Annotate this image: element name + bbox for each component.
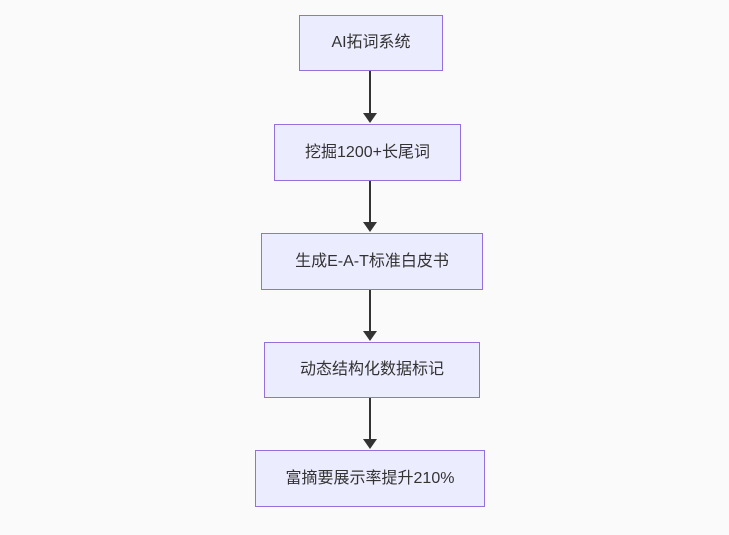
edge-line [369, 290, 371, 331]
node-label: 挖掘1200+长尾词 [305, 143, 430, 161]
flow-edge-2 [363, 181, 377, 232]
edge-line [369, 71, 371, 113]
flow-node-structured-data-markup: 动态结构化数据标记 [264, 342, 480, 398]
node-label: 生成E-A-T标准白皮书 [295, 252, 449, 270]
flow-edge-3 [363, 290, 377, 341]
flow-node-longtail-mining: 挖掘1200+长尾词 [274, 124, 461, 181]
arrowhead-down-icon [363, 439, 377, 449]
flow-edge-4 [363, 398, 377, 449]
edge-line [369, 398, 371, 439]
node-label: 富摘要展示率提升210% [285, 469, 455, 487]
arrowhead-down-icon [363, 331, 377, 341]
flow-edge-1 [363, 71, 377, 123]
node-label: 动态结构化数据标记 [299, 361, 444, 378]
flow-node-ai-keyword-system: AI拓词系统 [299, 15, 443, 71]
node-label: AI拓词系统 [331, 34, 411, 51]
flow-node-eat-whitepaper: 生成E-A-T标准白皮书 [261, 233, 483, 290]
arrowhead-down-icon [363, 113, 377, 123]
edge-line [369, 181, 371, 222]
flow-node-rich-snippet-result: 富摘要展示率提升210% [255, 450, 485, 507]
arrowhead-down-icon [363, 222, 377, 232]
